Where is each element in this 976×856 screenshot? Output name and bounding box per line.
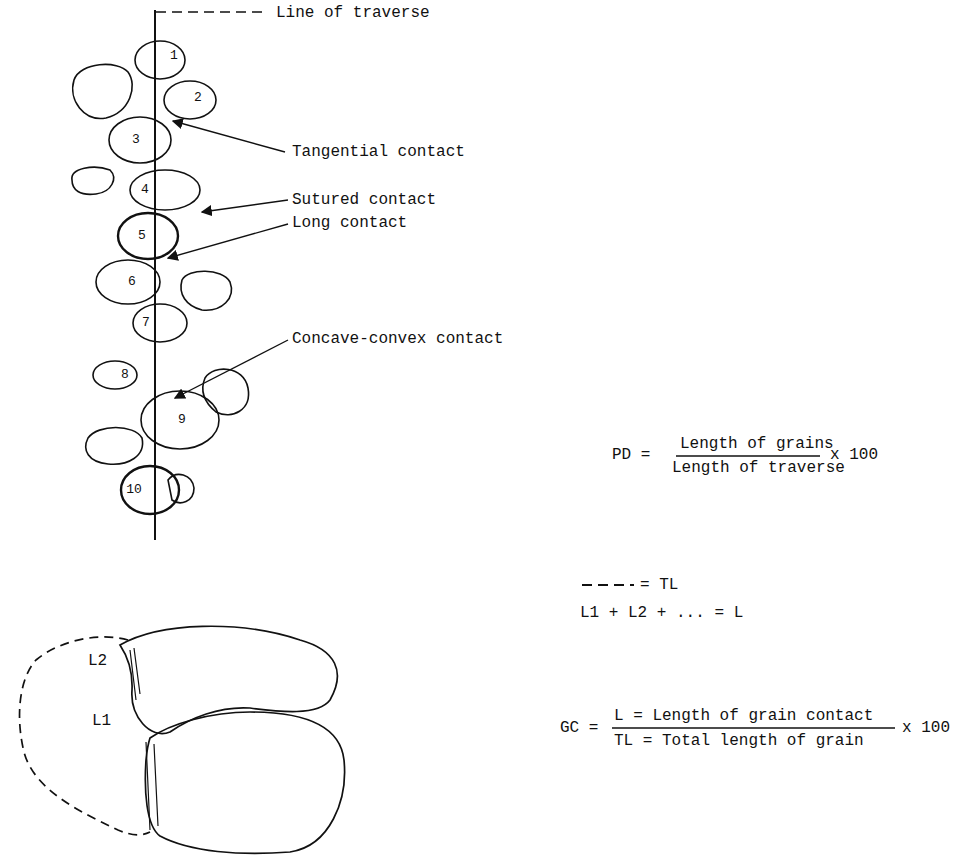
contact-label: Sutured contact xyxy=(292,191,436,209)
grain: 7 xyxy=(132,303,188,343)
grain: 3 xyxy=(108,116,172,164)
formula-text: PD = xyxy=(612,446,650,464)
leader-lines xyxy=(168,121,288,398)
grain: 1 xyxy=(134,40,186,80)
grain: 8 xyxy=(92,360,138,390)
grain-number: 4 xyxy=(141,183,149,197)
formula-text: L = Length of grain contact xyxy=(614,707,873,725)
contact-figure xyxy=(20,626,345,853)
formula-text: x 100 xyxy=(830,446,878,464)
grain: 9 xyxy=(140,390,220,450)
grain: 2 xyxy=(163,80,217,120)
formula-text: = TL xyxy=(640,576,678,594)
grain-number: 2 xyxy=(194,91,202,105)
formula-text: L1 + L2 + ... = L xyxy=(580,604,743,622)
grain: 4 xyxy=(129,169,201,211)
grain-outlines xyxy=(72,64,249,502)
formula-text: Length of grains xyxy=(680,435,834,453)
grain-outline xyxy=(95,259,161,305)
grain-number: 10 xyxy=(126,483,142,497)
grain-number: 3 xyxy=(132,133,140,147)
contact-label: Long contact xyxy=(292,214,407,232)
contact-label: Tangential contact xyxy=(292,143,465,161)
fraction-bar xyxy=(612,727,895,728)
grain-number: 7 xyxy=(142,316,150,330)
grain-number: 5 xyxy=(138,229,146,243)
grain: 6 xyxy=(95,259,161,305)
grain: 10 xyxy=(120,465,180,515)
grain-outline xyxy=(132,303,188,343)
grain-outline xyxy=(134,40,186,80)
grain-number: 9 xyxy=(178,413,186,427)
grain-outline xyxy=(108,116,172,164)
traverse-line xyxy=(154,10,156,540)
grain: 5 xyxy=(117,212,179,260)
formula-text: x 100 xyxy=(902,719,950,737)
contact-length: L2 xyxy=(88,652,107,670)
formula-text: GC = xyxy=(560,719,598,737)
grain-outline xyxy=(163,80,217,120)
grain-number: 1 xyxy=(170,49,178,63)
dash-sample xyxy=(582,584,634,586)
fraction-bar xyxy=(676,455,820,456)
grain-outline xyxy=(92,360,138,390)
grain-outline xyxy=(117,212,179,260)
grain-number: 6 xyxy=(128,275,136,289)
contact-length: L1 xyxy=(92,712,111,730)
formula-text: TL = Total length of grain xyxy=(614,732,864,750)
grain-outline xyxy=(129,169,201,211)
leader-line xyxy=(156,11,268,13)
formula-text: Length of traverse xyxy=(672,459,845,477)
grain-number: 8 xyxy=(121,368,129,382)
traverse-label: Line of traverse xyxy=(276,4,430,22)
contact-label: Concave-convex contact xyxy=(292,330,503,348)
